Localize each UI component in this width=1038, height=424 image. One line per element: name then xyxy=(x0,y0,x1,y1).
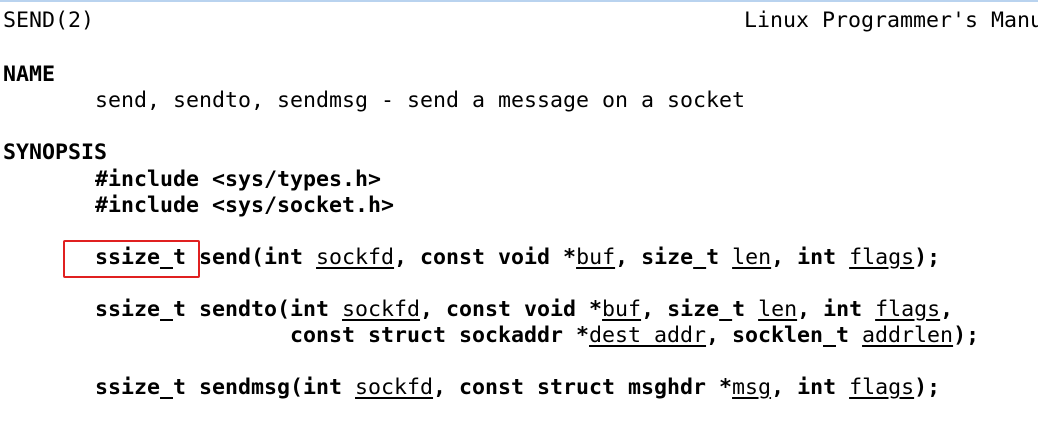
sendmsg-text-end: ); xyxy=(914,375,941,400)
highlight-annotation-box xyxy=(63,240,200,278)
sendto-cont: const struct sockaddr * xyxy=(290,323,590,348)
include-types: #include <sys/types.h> xyxy=(95,167,382,192)
sendto-text-3: , size_t xyxy=(641,297,759,322)
sendto-text-4: , int xyxy=(797,297,876,322)
sendmsg-text-3: , int xyxy=(771,375,850,400)
send-param-len: len xyxy=(732,245,772,270)
sendto-param-buf: buf xyxy=(602,297,642,322)
send-return-type: ssize_t xyxy=(95,245,187,270)
sendto-param-addrlen: addrlen xyxy=(862,323,954,348)
sendmsg-param-sockfd: sockfd xyxy=(355,375,434,400)
send-text-end: ); xyxy=(914,245,941,270)
window-top-border xyxy=(0,0,1038,2)
sendto-param-sockfd: sockfd xyxy=(342,297,421,322)
send-text-4: , int xyxy=(771,245,850,270)
man-page-header-right: Linux Programmer's Manu xyxy=(744,8,1038,33)
send-param-sockfd: sockfd xyxy=(316,245,395,270)
man-page-header-left: SEND(2) xyxy=(3,8,95,33)
sendto-text-5: , xyxy=(940,297,954,322)
include-socket: #include <sys/socket.h> xyxy=(95,193,395,218)
sendto-text-6: , socklen_t xyxy=(706,323,863,348)
sendto-text-2: , const void * xyxy=(420,297,603,322)
send-param-flags: flags xyxy=(849,245,915,270)
send-fn-name: send(int xyxy=(186,245,317,270)
name-description: send, sendto, sendmsg - send a message o… xyxy=(95,88,746,113)
sendto-prototype-continued: const struct sockaddr *dest_addr, sockle… xyxy=(290,323,979,349)
sendmsg-prototype: ssize_t sendmsg(int sockfd, const struct… xyxy=(95,375,940,401)
send-text-2: , const void * xyxy=(394,245,577,270)
sendto-prototype: ssize_t sendto(int sockfd, const void *b… xyxy=(95,297,953,323)
sendto-lead: ssize_t sendto(int xyxy=(95,297,343,322)
sendto-text-end: ); xyxy=(953,323,980,348)
section-heading-name: NAME xyxy=(3,62,56,87)
section-heading-synopsis: SYNOPSIS xyxy=(3,140,108,165)
sendmsg-param-msg: msg xyxy=(732,375,772,400)
sendto-param-flags: flags xyxy=(875,297,941,322)
send-prototype: ssize_t send(int sockfd, const void *buf… xyxy=(95,245,940,271)
send-text-3: , size_t xyxy=(615,245,733,270)
sendmsg-param-flags: flags xyxy=(849,375,915,400)
sendmsg-text-2: , const struct msghdr * xyxy=(433,375,733,400)
sendto-param-len: len xyxy=(758,297,798,322)
sendto-param-dest-addr: dest_addr xyxy=(589,323,707,348)
sendmsg-lead: ssize_t sendmsg(int xyxy=(95,375,356,400)
send-param-buf: buf xyxy=(576,245,616,270)
